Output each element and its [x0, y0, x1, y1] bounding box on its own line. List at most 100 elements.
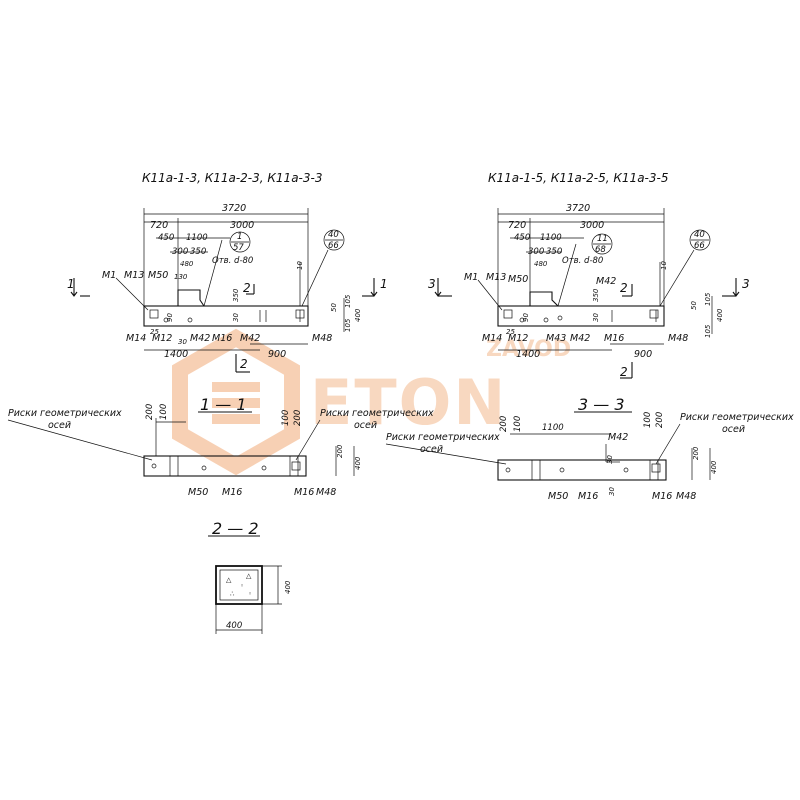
svg-text:30: 30 — [608, 487, 616, 496]
watermark-logo-icon — [172, 328, 300, 476]
svg-text:90: 90 — [166, 313, 174, 322]
svg-text:осей: осей — [48, 420, 71, 431]
svg-text:400: 400 — [284, 580, 292, 594]
svg-text:400: 400 — [710, 460, 718, 474]
svg-text:450: 450 — [158, 233, 174, 243]
svg-text:400: 400 — [354, 308, 362, 322]
svg-text:1: 1 — [237, 232, 242, 242]
svg-text:200: 200 — [145, 404, 155, 420]
svg-text:Риски геометрических: Риски геометрических — [386, 432, 500, 443]
section-1-1: 1 — 1 200 100 100 200 200 400 Риски геом… — [7, 395, 434, 498]
svg-text:Отв. d-80: Отв. d-80 — [562, 256, 603, 266]
svg-text:3000: 3000 — [580, 220, 604, 231]
svg-text:90: 90 — [522, 313, 530, 322]
section-1-1-title: 1 — 1 — [200, 395, 247, 414]
svg-text:66: 66 — [694, 241, 705, 251]
svg-text:3000: 3000 — [230, 220, 254, 231]
left-elevation: К11а-1-3, К11а-2-3, К11а-3-3 3720 720 30… — [67, 171, 388, 373]
svg-text:350: 350 — [232, 288, 240, 302]
svg-text:осей: осей — [722, 424, 745, 435]
svg-text:30: 30 — [592, 313, 600, 322]
svg-text:М42: М42 — [608, 432, 628, 443]
svg-text:200: 200 — [655, 412, 665, 428]
svg-text:400: 400 — [354, 456, 362, 470]
svg-text:30: 30 — [606, 455, 614, 464]
right-callout-a — [591, 233, 613, 255]
svg-text:М12: М12 — [152, 333, 172, 344]
svg-text:1100: 1100 — [540, 233, 562, 243]
svg-text:М48: М48 — [312, 333, 332, 344]
section-2-2-title: 2 — 2 — [212, 519, 259, 538]
svg-text:57: 57 — [233, 243, 244, 253]
svg-text:66: 66 — [328, 241, 339, 251]
section-2-2-outline — [215, 565, 263, 605]
svg-text:400: 400 — [226, 621, 242, 631]
svg-text:Отв. d-80: Отв. d-80 — [212, 256, 253, 266]
watermark-suffix: ZAVOD — [486, 337, 571, 362]
right-callout-b — [689, 229, 711, 251]
svg-text:М50: М50 — [548, 491, 568, 502]
svg-text:40: 40 — [328, 230, 339, 240]
svg-text:400: 400 — [716, 308, 724, 322]
svg-text:40: 40 — [694, 230, 705, 240]
svg-text:480: 480 — [180, 260, 194, 268]
section-3-3: 3 — 3 1100 200 100 100 200 200 400 М42 3… — [385, 395, 794, 502]
svg-text:900: 900 — [634, 349, 652, 360]
section-3-3-outline — [497, 459, 667, 481]
svg-text:200: 200 — [336, 444, 344, 458]
svg-text:720: 720 — [150, 220, 168, 231]
svg-text:2: 2 — [620, 281, 628, 295]
svg-text:М48: М48 — [676, 491, 696, 502]
section-3-3-title: 3 — 3 — [578, 395, 625, 414]
svg-text:1400: 1400 — [516, 349, 540, 360]
svg-text:30: 30 — [232, 313, 240, 322]
svg-text:1: 1 — [67, 277, 75, 291]
svg-text:2: 2 — [243, 281, 251, 295]
watermark-brand: ETON — [310, 366, 507, 439]
svg-text:Риски геометрических: Риски геометрических — [8, 408, 122, 419]
svg-text:М16: М16 — [212, 333, 232, 344]
svg-text:М42: М42 — [190, 333, 210, 344]
svg-text:130: 130 — [174, 273, 188, 281]
svg-text:М50: М50 — [188, 487, 208, 498]
section-2-2-hatch — [219, 569, 259, 601]
left-callout-a — [229, 231, 251, 253]
svg-text:◦: ◦ — [240, 582, 244, 590]
right-corbel — [529, 291, 559, 307]
svg-text:М16: М16 — [652, 491, 672, 502]
svg-text:200: 200 — [499, 416, 509, 432]
svg-text:105: 105 — [344, 318, 352, 332]
svg-text:осей: осей — [354, 420, 377, 431]
svg-text:М50: М50 — [508, 274, 528, 285]
svg-text:М14: М14 — [126, 333, 146, 344]
svg-text:200: 200 — [692, 446, 700, 460]
left-title: К11а-1-3, К11а-2-3, К11а-3-3 — [142, 171, 322, 185]
svg-text:68: 68 — [595, 245, 606, 255]
svg-text:М48: М48 — [316, 487, 336, 498]
svg-text:1100: 1100 — [186, 233, 208, 243]
svg-text:1400: 1400 — [164, 349, 188, 360]
svg-text:11: 11 — [597, 234, 608, 244]
svg-text:30: 30 — [178, 338, 187, 346]
svg-text:М16: М16 — [604, 333, 624, 344]
svg-text:720: 720 — [508, 220, 526, 231]
svg-text:3: 3 — [742, 277, 750, 291]
svg-text:М13: М13 — [124, 270, 144, 281]
svg-text:2: 2 — [240, 357, 248, 371]
svg-text:Риски геометрических: Риски геометрических — [680, 412, 794, 423]
svg-text:△: △ — [246, 572, 252, 580]
svg-text:М42: М42 — [570, 333, 590, 344]
svg-text:10: 10 — [296, 261, 304, 270]
svg-text:50: 50 — [330, 303, 338, 312]
svg-text:М1: М1 — [102, 270, 116, 281]
right-title: К11а-1-5, К11а-2-5, К11а-3-5 — [488, 171, 668, 185]
svg-text:350: 350 — [546, 247, 562, 257]
svg-text:200: 200 — [293, 410, 303, 426]
svg-text:10: 10 — [660, 261, 668, 270]
svg-text:350: 350 — [190, 247, 206, 257]
svg-text:1: 1 — [380, 277, 388, 291]
svg-text:480: 480 — [534, 260, 548, 268]
svg-text:М14: М14 — [482, 333, 502, 344]
svg-text:100: 100 — [513, 416, 523, 432]
svg-text:М43: М43 — [546, 333, 566, 344]
